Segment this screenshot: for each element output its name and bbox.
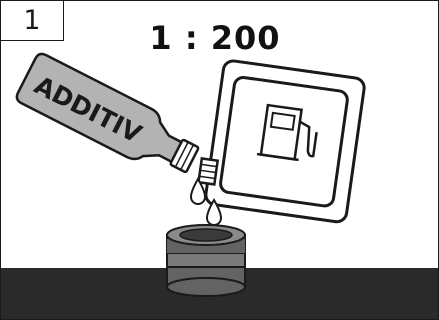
- step-number: 1: [1, 1, 64, 41]
- fuel-filler-neck-icon: [167, 225, 245, 296]
- additive-bottle-icon: ADDITIV: [14, 52, 204, 185]
- fuel-canister-icon: [196, 58, 366, 223]
- mix-ratio: 1 : 200: [145, 19, 285, 57]
